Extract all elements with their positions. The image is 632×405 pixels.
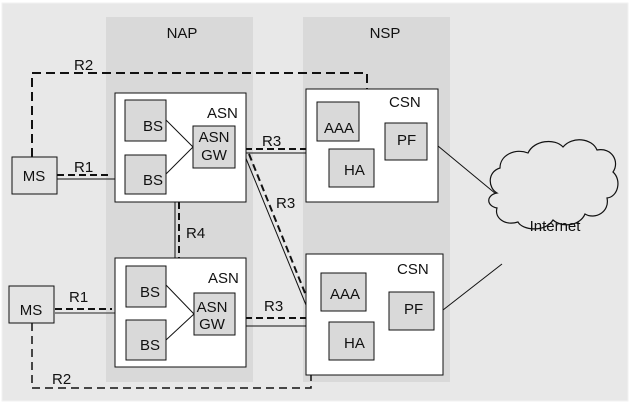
asn-top-label: ASN xyxy=(207,105,238,122)
csn-bottom-aaa-label: AAA xyxy=(330,286,360,303)
asn-top-bs2 xyxy=(124,154,167,195)
csn-bottom-pf-label: PF xyxy=(404,301,423,318)
csn-top-ha xyxy=(328,148,375,188)
r3-top-label: R3 xyxy=(262,133,281,150)
r2-top-label: R2 xyxy=(74,57,93,74)
ms-top: MS xyxy=(11,156,58,195)
asn-top-gw-line1: ASN xyxy=(199,129,230,146)
csn-top-aaa xyxy=(316,101,360,142)
csn-bottom-pf xyxy=(388,291,435,331)
asn-bottom-gw-line1: ASN xyxy=(197,299,228,316)
ms-top-label: MS xyxy=(23,168,46,185)
r3-diag-label: R3 xyxy=(276,195,295,212)
asn-bottom-bs2-label: BS xyxy=(140,337,160,354)
r2-bottom-label: R2 xyxy=(52,371,71,388)
csn-top: CSN AAA HA PF xyxy=(305,88,439,203)
internet-label: Internet xyxy=(530,218,582,235)
asn-top: ASN BS BS ASN GW xyxy=(114,92,247,203)
csn-top-pf xyxy=(384,122,428,161)
r3-bottom-label: R3 xyxy=(264,298,283,315)
r1-bottom-label: R1 xyxy=(69,289,88,306)
csn-bottom-label: CSN xyxy=(397,261,429,278)
asn-bottom-bs1 xyxy=(125,265,167,308)
ms-bottom-label: MS xyxy=(20,302,43,319)
csn-bottom-internet-link xyxy=(442,263,503,311)
nsp-label: NSP xyxy=(370,25,401,42)
csn-top-label: CSN xyxy=(389,94,421,111)
asn-bottom-gw xyxy=(193,292,236,336)
r4-label: R4 xyxy=(186,225,205,242)
asn-top-gw xyxy=(192,125,236,169)
nap-label: NAP xyxy=(167,25,198,42)
ms-bottom: MS xyxy=(8,285,55,324)
asn-bottom-gw-line2: GW xyxy=(199,316,226,333)
asn-top-gw-line2: GW xyxy=(201,147,228,164)
asn-top-bs1-label: BS xyxy=(143,118,163,135)
asn-bottom-bs2 xyxy=(125,319,167,361)
asn-top-bs1 xyxy=(124,99,167,142)
csn-top-aaa-label: AAA xyxy=(324,120,354,137)
csn-bottom-ha xyxy=(328,321,375,361)
internet-cloud: Internet xyxy=(488,139,619,235)
asn-top-bs2-label: BS xyxy=(143,172,163,189)
csn-bottom-aaa xyxy=(320,272,367,312)
asn-bottom: ASN BS BS ASN GW xyxy=(114,257,247,368)
csn-top-ha-label: HA xyxy=(344,162,365,179)
r1-top-label: R1 xyxy=(74,159,93,176)
csn-top-pf-label: PF xyxy=(397,132,416,149)
asn-bottom-label: ASN xyxy=(208,270,239,287)
csn-top-internet-link xyxy=(437,145,497,195)
csn-bottom: CSN AAA HA PF xyxy=(305,253,444,376)
r3-diag-dashed xyxy=(248,153,308,299)
csn-bottom-ha-label: HA xyxy=(344,335,365,352)
r2-top-link xyxy=(31,72,368,157)
r2-bottom-link xyxy=(31,323,312,389)
asn-bottom-bs1-label: BS xyxy=(140,284,160,301)
r3-diag-solid xyxy=(244,155,307,306)
